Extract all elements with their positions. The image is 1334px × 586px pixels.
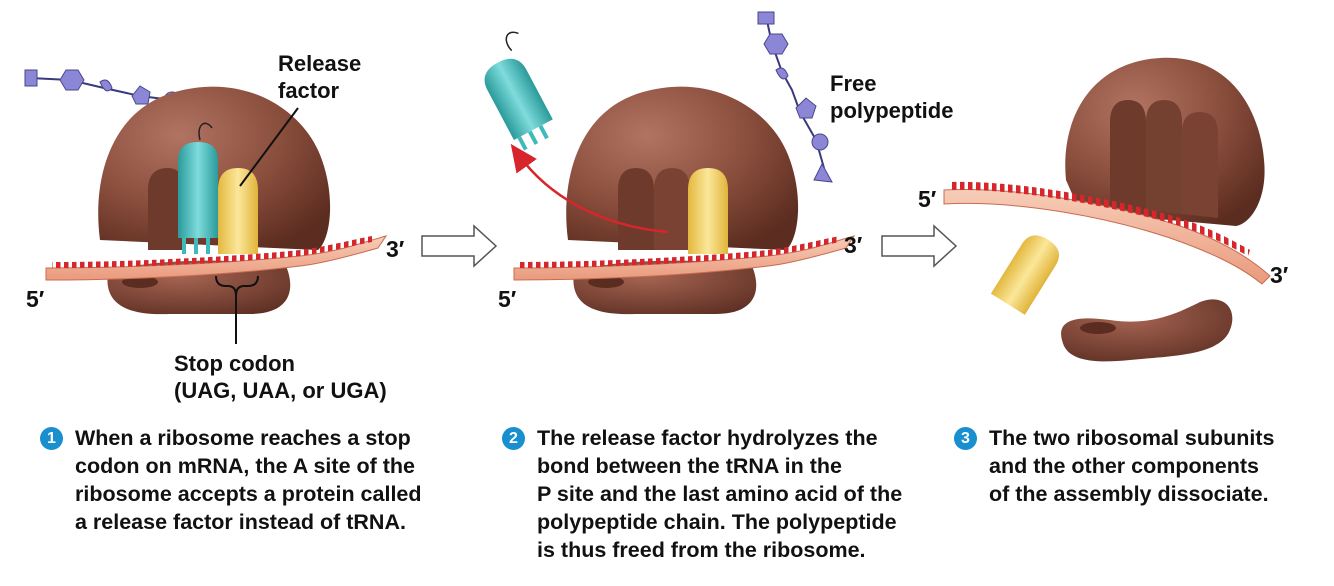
three-prime-label: 3′ xyxy=(386,236,405,262)
panel-2 xyxy=(484,11,958,315)
five-prime-label: 5′ xyxy=(26,286,45,312)
five-prime-label: 5′ xyxy=(918,186,937,212)
step-description: The two ribosomal subunits and the other… xyxy=(989,426,1275,506)
step-number-badge: 2 xyxy=(502,427,525,450)
three-prime-label: 3′ xyxy=(844,232,863,258)
process-arrow-icon xyxy=(881,224,958,268)
release-factor xyxy=(218,168,258,254)
mrna xyxy=(513,235,856,281)
mrna xyxy=(943,181,1271,285)
free-polypeptide-label: Free polypeptide xyxy=(830,71,954,123)
release-factor xyxy=(688,168,728,254)
step-number-badge: 1 xyxy=(40,427,63,450)
ejection-arrow-icon xyxy=(510,143,669,234)
five-prime-label: 5′ xyxy=(498,286,517,312)
free-polypeptide xyxy=(757,11,833,183)
release-factor xyxy=(990,235,1059,315)
mrna xyxy=(45,235,388,281)
panel-1 xyxy=(24,69,498,344)
ejected-trna xyxy=(484,31,553,151)
release-factor-label: Release factor xyxy=(278,51,362,103)
step-number-badge: 3 xyxy=(954,427,977,450)
three-prime-label: 3′ xyxy=(1270,262,1289,288)
step-description: When a ribosome reaches a stop codon on … xyxy=(75,426,422,534)
process-arrow-icon xyxy=(421,224,498,268)
step-description: The release factor hydrolyzes the bond b… xyxy=(537,426,903,562)
stop-codon-label: Stop codon (UAG, UAA, or UGA) xyxy=(174,351,387,403)
panel-3 xyxy=(943,57,1271,362)
trna xyxy=(178,122,218,254)
ribosome-small-subunit xyxy=(1061,299,1233,362)
